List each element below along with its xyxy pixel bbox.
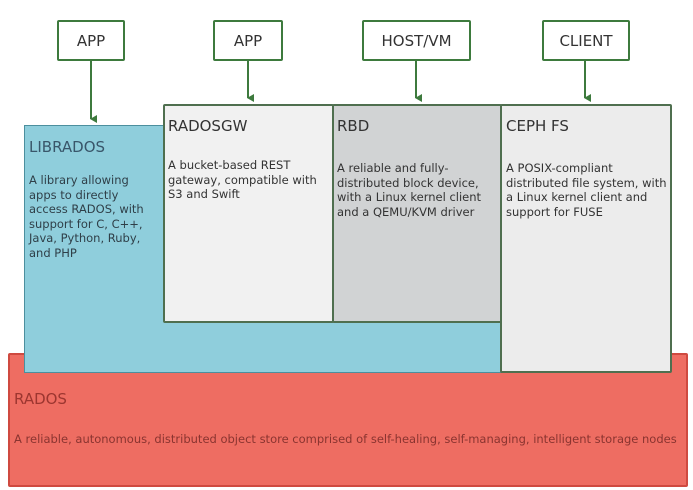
app-box-2: APP	[213, 20, 283, 61]
rados-description: A reliable, autonomous, distributed obje…	[14, 432, 677, 446]
rbd-box: RBD A reliable and fully-distributed blo…	[332, 104, 502, 323]
rbd-title: RBD	[337, 117, 370, 135]
client-box: CLIENT	[542, 20, 630, 61]
rados-layer: RADOS A reliable, autonomous, distribute…	[8, 353, 688, 487]
radosgw-box: RADOSGW A bucket-based REST gateway, com…	[163, 104, 334, 323]
rados-title: RADOS	[14, 390, 67, 408]
cephfs-title: CEPH FS	[506, 117, 569, 135]
cephfs-description: A POSIX-compliant distributed file syste…	[506, 161, 667, 219]
radosgw-title: RADOSGW	[168, 117, 248, 135]
rbd-description: A reliable and fully-distributed block d…	[337, 161, 482, 219]
radosgw-description: A bucket-based REST gateway, compatible …	[168, 158, 317, 201]
librados-title: LIBRADOS	[29, 138, 106, 156]
host-vm-box: HOST/VM	[362, 20, 471, 61]
cephfs-box: CEPH FS A POSIX-compliant distributed fi…	[500, 104, 672, 373]
app-box-1: APP	[57, 20, 125, 61]
librados-description: A library allowing apps to directly acce…	[29, 173, 144, 260]
